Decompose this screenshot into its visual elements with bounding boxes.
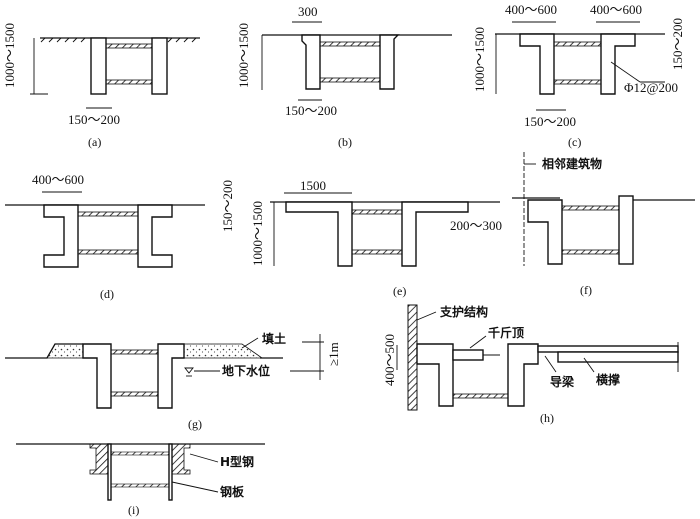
left-guide-wall: [416, 343, 454, 407]
dim-flange: 1500: [300, 178, 326, 193]
guide-beam-label: 导梁: [550, 374, 574, 389]
bottom-strut: [319, 77, 381, 83]
caption-e: (e): [393, 284, 406, 298]
fill-soil-right: [183, 343, 264, 359]
adjacent-building-label: 相邻建筑物: [542, 156, 602, 171]
dim-height: 1000～1500: [250, 201, 265, 266]
h-steel-left: [89, 443, 109, 475]
dim-flange-thickness: 150～200: [220, 180, 235, 232]
strut: [557, 351, 679, 363]
panel-f: 相邻建筑物 (f): [512, 152, 695, 297]
dim-height: 1000～1500: [236, 23, 251, 88]
dim-right-flange: 400～600: [590, 2, 642, 17]
dim-flange-thickness: 150～200: [670, 18, 685, 70]
dim-flange: 400～600: [32, 172, 84, 187]
dim-wall-thickness: 150～200: [68, 112, 120, 127]
strut-top: [537, 345, 679, 353]
dim-wall-thickness: 150～200: [524, 114, 576, 129]
left-guide-wall: [90, 37, 107, 95]
caption-d: (d): [100, 287, 114, 301]
right-guide-wall: [507, 343, 539, 407]
panel-b: 300 1000～1500 150～200 (b): [236, 4, 452, 149]
top-strut: [105, 43, 153, 49]
right-guide-wall: [379, 34, 400, 90]
left-guide-wall: [43, 204, 79, 268]
caption-c: (c): [568, 135, 581, 149]
left-guide-wall: [519, 33, 555, 95]
dim-min-height: ≥1m: [326, 342, 341, 366]
panel-g: 填土 地下水位 ≥1m (g): [5, 331, 341, 431]
caption-b: (b): [338, 135, 352, 149]
caption-g: (g): [188, 417, 202, 431]
caption-a: (a): [88, 135, 101, 149]
left-guide-wall: [301, 34, 321, 90]
steel-plate-left: [107, 443, 112, 501]
panel-i: H型钢 钢板 (i): [16, 443, 265, 517]
fill-soil-label: 填土: [262, 331, 286, 346]
h-steel-label: H型钢: [220, 454, 254, 469]
top-strut: [319, 41, 381, 47]
panel-a: 1000～1500 150～200 (a): [2, 23, 200, 149]
fill-soil-left: [46, 343, 84, 359]
support-structure: [407, 304, 418, 411]
strut-label: 横撑: [596, 372, 620, 387]
caption-i: (i): [128, 503, 139, 517]
rebar-label: Φ12@200: [624, 80, 678, 95]
dim-height: 1000～1500: [2, 23, 17, 88]
caption-h: (h): [540, 411, 554, 425]
panel-h: 支护结构 千斤顶 导梁 横撑 400～500 (h): [382, 304, 679, 425]
panel-d: 400～600 150～200 (d): [5, 172, 235, 301]
left-guide-wall: [82, 343, 112, 409]
dim-wall-thickness: 150～200: [285, 103, 337, 118]
right-guide-wall: [401, 201, 469, 267]
right-guide-wall: [600, 33, 636, 95]
right-guide-wall: [157, 343, 185, 409]
dim-top-width: 300: [298, 4, 318, 19]
right-guide-wall: [137, 204, 173, 268]
right-guide-wall: [151, 37, 168, 95]
panel-e: 1500 1000～1500 200～300 (e): [250, 178, 502, 298]
left-guide-wall: [527, 199, 563, 265]
groundwater-label: 地下水位: [222, 363, 270, 378]
dim-slab-thickness: 200～300: [450, 218, 502, 233]
jack: [452, 349, 484, 361]
jack-label: 千斤顶: [488, 325, 524, 340]
steel-plate-label: 钢板: [220, 484, 245, 499]
left-guide-wall: [285, 201, 353, 267]
caption-f: (f): [580, 283, 592, 297]
right-guide-wall: [618, 195, 634, 265]
support-structure-label: 支护结构: [439, 304, 488, 319]
steel-plate-right: [168, 443, 173, 501]
bottom-strut: [105, 79, 153, 85]
panel-c: 400～600 400～600 Φ12@200 150～200 1000～150…: [472, 2, 685, 149]
dim-height: 400～500: [382, 334, 397, 386]
dim-left-flange: 400～600: [505, 2, 557, 17]
h-steel-right: [171, 443, 191, 475]
dim-height: 1000～1500: [472, 27, 487, 92]
